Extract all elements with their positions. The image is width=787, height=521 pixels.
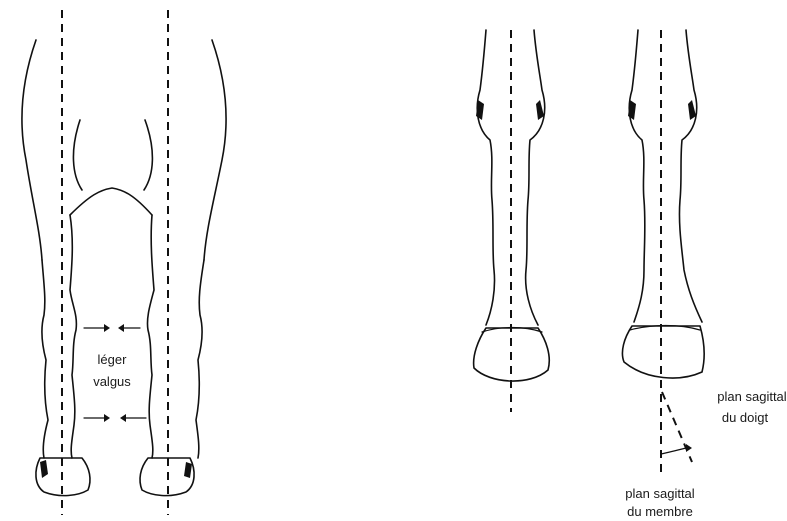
digit-sagittal-axis <box>662 392 692 462</box>
left-hoof-shade <box>40 460 48 478</box>
deviated-hoof <box>622 326 704 378</box>
limb-plane-label-line2: du membre <box>627 504 693 519</box>
crotch-outline <box>70 188 152 215</box>
deviated-limb-outline <box>629 30 702 322</box>
valgus-arrows <box>84 324 146 422</box>
limb-plane-label-line1: plan sagittal <box>625 486 694 501</box>
digit-plane-label-line1: plan sagittal <box>717 389 786 404</box>
angle-arc <box>661 448 686 454</box>
valgus-label-line2: valgus <box>93 374 131 389</box>
left-hind-limb <box>42 215 77 458</box>
hindquarters-outline <box>22 40 226 260</box>
deviated-limb-shade-right <box>688 100 696 120</box>
right-hind-limb <box>147 215 204 458</box>
normal-limb-figure <box>474 30 550 412</box>
tail-outline <box>73 120 152 190</box>
rear-view-figure: léger valgus <box>22 10 226 515</box>
deviated-limb-figure: plan sagittal du doigt plan sagittal du … <box>622 30 786 519</box>
normal-limb-shade-right <box>536 100 544 120</box>
right-hoof-shade <box>184 462 192 478</box>
valgus-label-line1: léger <box>98 352 128 367</box>
digit-plane-label-line2: du doigt <box>722 410 769 425</box>
